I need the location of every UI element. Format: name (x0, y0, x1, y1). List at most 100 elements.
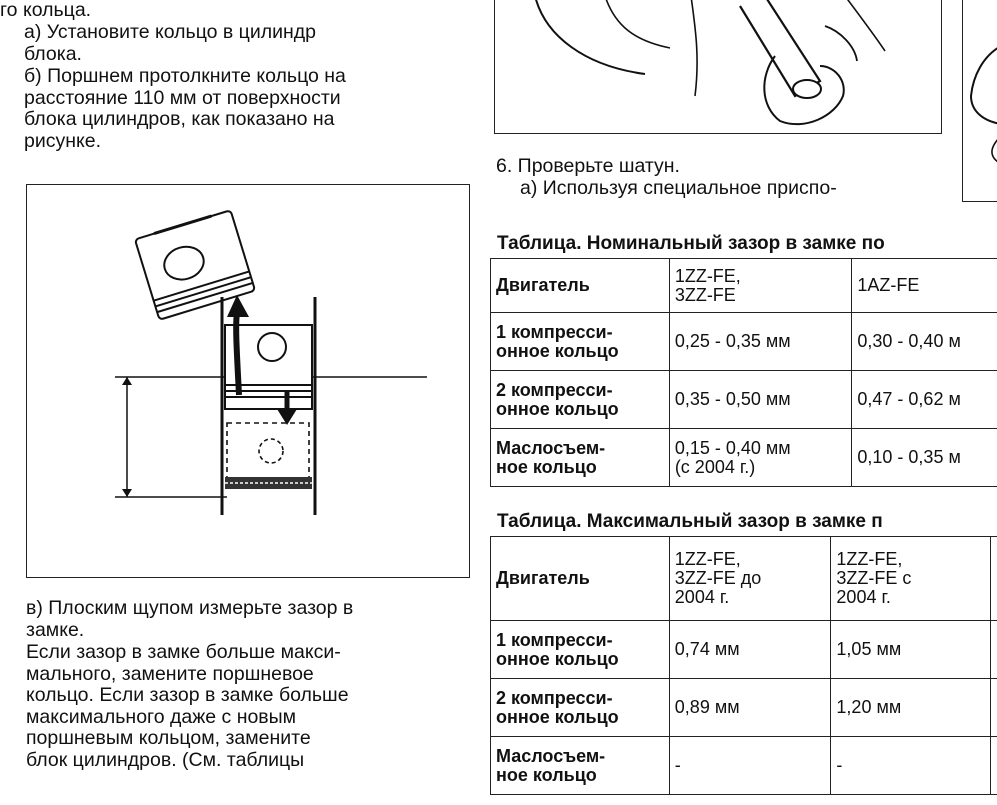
table-row: 1 компресси- онное кольцо 0,74 мм 1,05 м… (490, 620, 997, 679)
value-cell-cut (990, 736, 997, 795)
text-line: замке. (26, 618, 85, 641)
hand-tool-sketch (535, 0, 886, 126)
value-cell: 0,74 мм (668, 620, 832, 679)
text-line: кольцо. Если зазор в замке больше (26, 684, 349, 706)
cell-text: 1AZ-FE (857, 275, 920, 295)
value-cell-cut (990, 620, 997, 679)
value-cell: 0,47 - 0,62 м (851, 370, 997, 429)
row-label: 2 компресси- онное кольцо (490, 370, 670, 429)
cell-text: 3ZZ-FE (674, 284, 736, 305)
text-line: б) Поршнем протолкните кольцо на (24, 65, 346, 87)
cell-text: 2004 г. (836, 587, 891, 607)
piston-ring-diagram (115, 210, 427, 515)
figure-rod-check (494, 0, 942, 134)
paragraph-note: Если зазор в замке больше макси- мальног… (26, 641, 470, 771)
cell-text: ное кольцо (496, 456, 597, 477)
cell-text: 1 компресси- (496, 629, 613, 650)
text-line: максимального даже с новым (26, 705, 297, 728)
cell-text: 1ZZ-FE, (674, 265, 741, 286)
cell-text: 0,74 мм (674, 639, 740, 659)
value-cell-cut (990, 678, 997, 737)
cell-text: онное кольцо (496, 706, 619, 727)
cell-text: 0,15 - 0,40 мм (674, 437, 791, 458)
piston-tilted (134, 210, 256, 320)
cell-text: онное кольцо (496, 648, 619, 669)
paragraph-step-a: а) Установите кольцо в цилиндр блока. (0, 21, 470, 65)
text-line: а) Установите кольцо в цилиндр (24, 21, 317, 43)
cell-text: 2 компресси- (496, 687, 613, 708)
cell-text: Двигатель (496, 568, 590, 588)
cell-text: ное кольцо (496, 764, 597, 785)
table1-caption: Таблица. Номинальный зазор в замке по (497, 233, 885, 255)
header-cell: 1ZZ-FE, 3ZZ-FE (668, 258, 853, 313)
table-row: Маслосъем- ное кольцо 0,15 - 0,40 мм (с … (490, 428, 997, 487)
header-cell: Двигатель (490, 258, 670, 313)
caption-text: Таблица. Максимальный зазор в замке п (497, 511, 883, 532)
value-cell: - (830, 736, 992, 795)
text-fragment-top: го кольца. (0, 0, 470, 22)
row-label: 2 компресси- онное кольцо (490, 678, 670, 737)
cell-text: 0,10 - 0,35 м (857, 447, 961, 467)
cell-text: 3ZZ-FE с (836, 568, 912, 588)
table-nominal-gap: Двигатель 1ZZ-FE, 3ZZ-FE 1AZ-FE 1 компре… (490, 258, 997, 487)
value-cell: 0,89 мм (668, 678, 832, 737)
cell-text: 1,20 мм (836, 697, 902, 717)
cell-text: онное кольцо (496, 398, 619, 419)
cell-text: 2 компресси- (496, 379, 613, 400)
heading-step6: 6. Проверьте шатун. (496, 155, 956, 178)
arrow-up (233, 312, 242, 396)
row-label: 1 компресси- онное кольцо (490, 620, 670, 679)
header-cell: 1AZ-FE (851, 258, 997, 313)
header-cell: 1ZZ-FE, 3ZZ-FE с 2004 г. (830, 536, 992, 621)
cell-text: 2004 г. (674, 587, 730, 607)
cell-text: 0,30 - 0,40 м (857, 331, 961, 351)
table-row: Маслосъем- ное кольцо - - (490, 736, 997, 795)
text-line: блока. (24, 42, 82, 65)
table-row: Двигатель 1ZZ-FE, 3ZZ-FE до 2004 г. 1ZZ-… (490, 536, 997, 621)
cell-text: Двигатель (496, 275, 590, 295)
value-cell: 0,35 - 0,50 мм (668, 370, 853, 429)
text-line: 6. Проверьте шатун. (496, 155, 680, 177)
cell-text: онное кольцо (496, 340, 619, 361)
piston-ghost (226, 422, 310, 488)
header-cell: 1ZZ-FE, 3ZZ-FE до 2004 г. (668, 536, 832, 621)
row-label: 1 компресси- онное кольцо (490, 312, 670, 371)
value-cell: 0,15 - 0,40 мм (с 2004 г.) (668, 428, 853, 487)
table-row: Двигатель 1ZZ-FE, 3ZZ-FE 1AZ-FE (490, 258, 997, 313)
table-row: 1 компресси- онное кольцо 0,25 - 0,35 мм… (490, 312, 997, 371)
cell-text: 1 компресси- (496, 321, 613, 342)
text-line: блок цилиндров. (См. таблицы (26, 748, 305, 771)
value-cell: 0,30 - 0,40 м (851, 312, 997, 371)
text-line: в) Плоским щупом измерьте зазор в (26, 597, 354, 619)
table-row: 2 компресси- онное кольцо 0,89 мм 1,20 м… (490, 678, 997, 737)
cell-text: - (836, 755, 843, 775)
header-cell-cut (990, 536, 997, 621)
cell-text: 1ZZ-FE, (836, 549, 903, 569)
table-max-gap: Двигатель 1ZZ-FE, 3ZZ-FE до 2004 г. 1ZZ-… (490, 536, 997, 795)
cell-text: - (674, 755, 681, 775)
value-cell: 1,20 мм (830, 678, 992, 737)
cell-text: 0,89 мм (674, 697, 740, 717)
text-line: мального, замените поршневое (26, 662, 314, 685)
cell-text: (с 2004 г.) (674, 456, 756, 477)
value-cell: 0,25 - 0,35 мм (668, 312, 853, 371)
figure-ring-insertion (26, 184, 470, 578)
header-cell: Двигатель (490, 536, 670, 621)
paragraph-step-b: б) Поршнем протолкните кольцо на расстоя… (0, 65, 470, 152)
row-label: Маслосъем- ное кольцо (490, 736, 670, 795)
value-cell: 0,10 - 0,35 м (851, 428, 997, 487)
text-line: а) Используя специальное приспо- (520, 177, 837, 199)
piston-ring-bottom (225, 477, 312, 489)
value-cell: 1,05 мм (830, 620, 992, 679)
cell-text: 1,05 мм (836, 639, 902, 659)
text-line: расстояние 110 мм от поверхности (24, 86, 341, 109)
cell-text: 0,47 - 0,62 м (857, 389, 961, 409)
paragraph-step-v: в) Плоским щупом измерьте зазор в замке. (26, 597, 470, 641)
paragraph-step6a: а) Используя специальное приспо- (496, 177, 948, 200)
cell-text: 1ZZ-FE, (674, 549, 741, 569)
text-line: поршневым кольцом, замените (26, 727, 311, 749)
cell-text: 0,25 - 0,35 мм (674, 331, 791, 351)
cell-text: Маслосъем- (496, 745, 606, 766)
text-line: блока цилиндров, как показано на (24, 108, 335, 130)
partial-sketch (969, 47, 997, 163)
